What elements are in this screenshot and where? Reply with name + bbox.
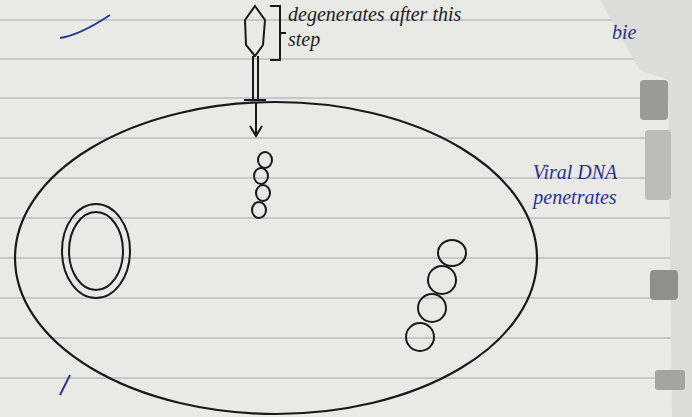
bacterial-cell <box>15 102 537 414</box>
page-edge-objects <box>600 0 692 417</box>
bracket <box>270 6 286 60</box>
ruled-lines <box>0 20 692 378</box>
pen-mark <box>60 375 70 395</box>
viral-dna-coil <box>252 152 272 218</box>
plasmid <box>62 204 130 298</box>
bacteriophage <box>244 6 266 100</box>
pen-mark <box>60 15 110 38</box>
handwritten-note: degenerates after this step <box>288 2 478 52</box>
handwritten-note: Viral DNA penetrates <box>516 160 634 210</box>
bacterial-dna-coil <box>406 240 466 351</box>
injection-arrow <box>250 103 262 136</box>
handwritten-note: bie <box>612 20 652 45</box>
